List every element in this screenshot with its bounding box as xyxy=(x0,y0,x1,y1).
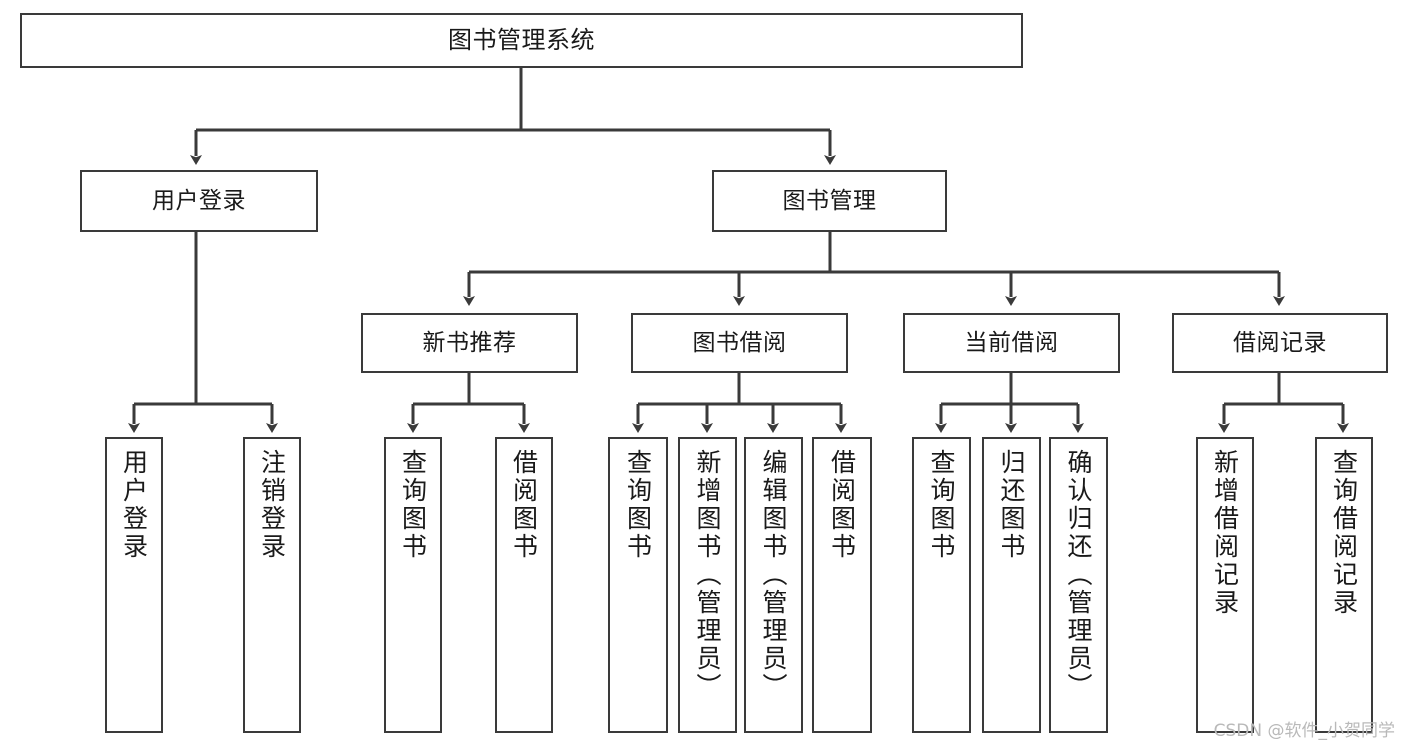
leaf-current-borrow-confirm-return-admin[interactable]: 确认归还（管理员） xyxy=(1049,437,1108,733)
leaf-book-borrow-edit-book-admin[interactable]: 编辑图书（管理员） xyxy=(744,437,803,733)
node-book-borrow[interactable]: 图书借阅 xyxy=(631,313,848,373)
node-label: 新增图书（管理员） xyxy=(693,449,722,701)
node-label: 确认归还（管理员） xyxy=(1064,449,1093,701)
node-new-book-recommend[interactable]: 新书推荐 xyxy=(361,313,578,373)
node-current-borrow[interactable]: 当前借阅 xyxy=(903,313,1120,373)
node-label: 注销登录 xyxy=(257,449,287,561)
node-root-book-management-system[interactable]: 图书管理系统 xyxy=(20,13,1023,68)
node-label: 查询借阅记录 xyxy=(1329,449,1359,617)
node-label: 图书管理系统 xyxy=(448,25,595,54)
node-label: 图书管理 xyxy=(782,187,877,214)
node-user-login[interactable]: 用户登录 xyxy=(80,170,318,232)
watermark-csdn: CSDN @软件_小贺同学 xyxy=(1213,721,1395,741)
node-label: 查询图书 xyxy=(927,449,956,561)
node-label: 查询图书 xyxy=(398,449,428,561)
node-label: 新增借阅记录 xyxy=(1210,449,1240,617)
node-label: 借阅记录 xyxy=(1233,329,1327,356)
leaf-current-borrow-return-book[interactable]: 归还图书 xyxy=(982,437,1041,733)
leaf-book-borrow-borrow-book[interactable]: 借阅图书 xyxy=(812,437,872,733)
node-label: 用户登录 xyxy=(152,187,246,214)
node-label: 借阅图书 xyxy=(827,449,857,561)
node-label: 图书借阅 xyxy=(692,329,787,356)
leaf-new-book-borrow-book[interactable]: 借阅图书 xyxy=(495,437,553,733)
leaf-borrow-record-query-record[interactable]: 查询借阅记录 xyxy=(1315,437,1373,733)
node-label: 用户登录 xyxy=(119,449,149,561)
node-label: 归还图书 xyxy=(997,449,1026,561)
node-label: 编辑图书（管理员） xyxy=(759,449,788,701)
node-book-management[interactable]: 图书管理 xyxy=(712,170,947,232)
node-label: 借阅图书 xyxy=(509,449,539,561)
node-label: 查询图书 xyxy=(623,449,653,561)
node-borrow-record[interactable]: 借阅记录 xyxy=(1172,313,1388,373)
leaf-current-borrow-query-book[interactable]: 查询图书 xyxy=(912,437,971,733)
leaf-user-login-logout[interactable]: 注销登录 xyxy=(243,437,301,733)
leaf-borrow-record-add-record[interactable]: 新增借阅记录 xyxy=(1196,437,1254,733)
leaf-user-login-login[interactable]: 用户登录 xyxy=(105,437,163,733)
leaf-book-borrow-query-book[interactable]: 查询图书 xyxy=(608,437,668,733)
leaf-book-borrow-add-book-admin[interactable]: 新增图书（管理员） xyxy=(678,437,737,733)
node-label: 当前借阅 xyxy=(964,329,1059,356)
leaf-new-book-query-book[interactable]: 查询图书 xyxy=(384,437,442,733)
node-label: 新书推荐 xyxy=(422,329,517,356)
